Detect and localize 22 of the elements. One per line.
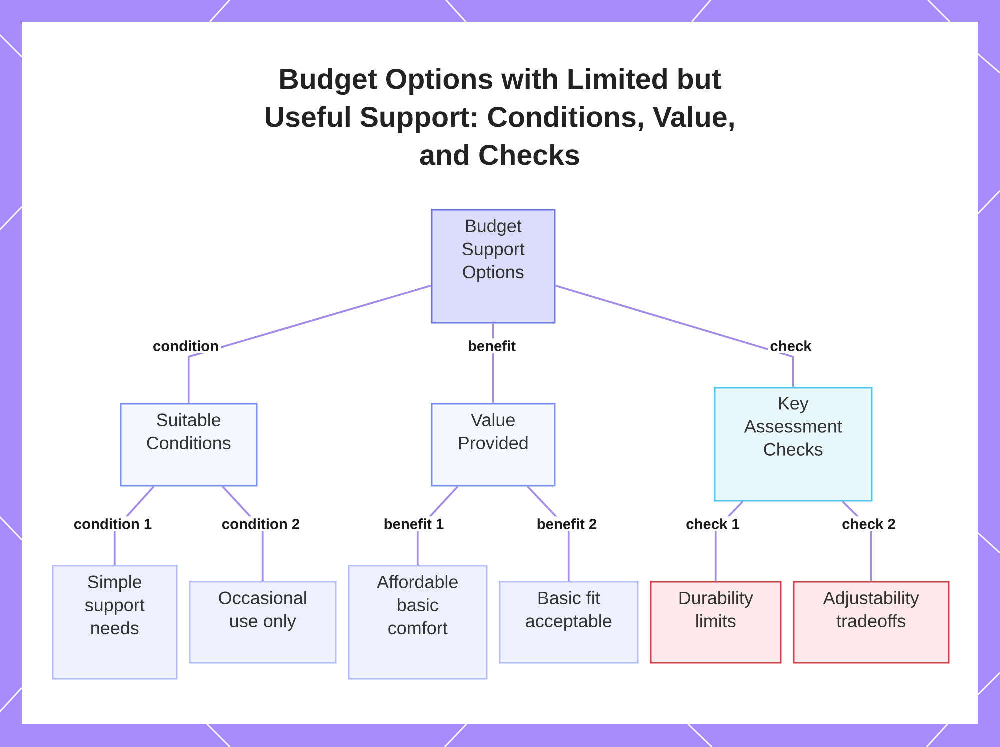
leaf-box: Adjustability tradeoffs [793,581,950,664]
edge-label: condition 2 [220,516,302,532]
title: Budget Options with Limited but Useful Support: Conditions, Value, and Checks [266,68,734,166]
category-box: Key Assessment Checks [714,387,873,502]
leaf-box: Durability limits [650,581,782,664]
leaf-box: Basic fit acceptable [499,581,639,664]
edge-label: condition 1 [72,516,154,532]
edge-label: check 2 [840,516,898,532]
edge-label: benefit 2 [534,516,600,532]
category-box: Value Provided [431,403,556,487]
category-box: Suitable Conditions [120,403,258,487]
edge-label: condition [151,338,221,354]
edge-label: check 1 [684,516,742,532]
connector-line [188,284,432,403]
leaf-box: Affordable basic comfort [348,565,488,680]
edge-label: benefit [466,338,518,354]
root-box: Budget Support Options [431,209,556,324]
leaf-box: Simple support needs [52,565,178,680]
edge-label: benefit 1 [382,516,446,532]
edge-label: check [768,338,814,354]
leaf-box: Occasional use only [189,581,337,664]
connector-line [555,284,794,387]
